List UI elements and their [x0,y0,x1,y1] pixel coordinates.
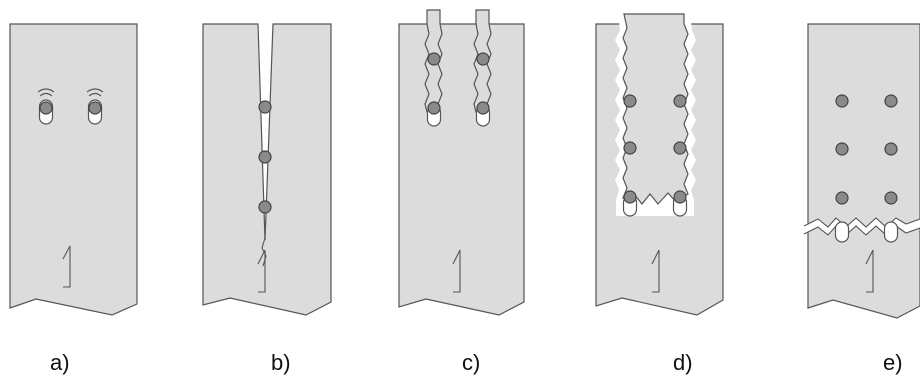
panel-a-break-symbol [62,245,71,288]
bolt-icon [673,190,687,204]
panel-b [202,23,332,316]
panel-e [803,23,920,319]
bolt-icon [884,191,898,205]
panel-label-d: d) [673,350,693,375]
bolt-icon [258,200,272,214]
bolt-icon [884,94,898,108]
bolt-icon [623,141,637,155]
panel-label-e: e) [883,350,903,375]
bolt-icon [835,94,849,108]
panel-a-bolt-hole-left [37,88,55,125]
panel-label-b: b) [271,350,291,375]
panel-d-break-symbol [651,249,660,293]
panel-b-break-symbol [257,249,266,293]
bolt-icon [835,191,849,205]
bolt-icon [476,52,490,66]
bolt-icon [623,94,637,108]
bolt-icon [623,190,637,204]
panel-a-member [9,23,138,316]
panel-label-a: a) [50,350,70,375]
bolt-icon [258,150,272,164]
panel-a [9,23,138,316]
bolt-icon [258,100,272,114]
panel-d [595,13,724,316]
bolt-icon [835,142,849,156]
bolt-icon [427,52,441,66]
bolt-icon [88,101,102,115]
panel-a-bolt-hole-right [86,88,104,125]
bolt-icon [884,142,898,156]
bolt-icon [427,101,441,115]
panel-label-c: c) [462,350,480,375]
panel-e-break-symbol [865,249,874,293]
bolt-icon [673,94,687,108]
panel-d-block-plug [621,13,689,205]
panel-b-member [202,23,332,316]
panel-e-member [807,23,920,319]
bolt-icon [476,101,490,115]
panel-c-break-symbol [452,249,461,293]
bolt-icon [673,141,687,155]
panel-c [398,9,525,316]
bolt-icon [39,101,53,115]
panel-e-net-section-crack [804,218,920,235]
panel-c-member [398,23,525,316]
